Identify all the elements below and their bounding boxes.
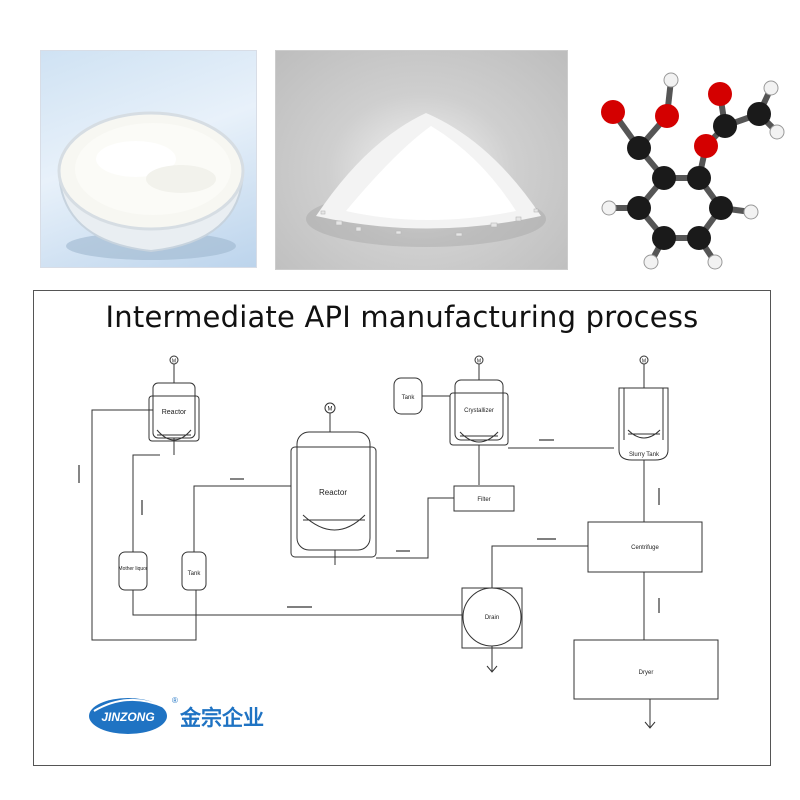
pipe-drain-return — [132, 590, 462, 616]
filter-label: Filter — [477, 497, 490, 503]
reactor-small-label: Reactor — [162, 409, 187, 416]
molecule-model-image — [575, 50, 785, 270]
crystal-pile-photo — [275, 50, 568, 270]
reactor-small — [148, 355, 200, 455]
pipe-reactor-to-filter — [376, 497, 454, 559]
tank-top-label: Tank — [402, 395, 416, 401]
jinzong-logo: JINZONG ® 金宗企业 — [88, 693, 278, 739]
mother-liquor-label: Mother liquor — [118, 566, 148, 572]
centrifuge-box — [587, 521, 703, 573]
centrifuge-label: Centrifuge — [631, 545, 659, 551]
tank-small-label: Tank — [188, 571, 202, 577]
crystallizer-label: Crystallizer — [464, 408, 494, 414]
molecule-model-art — [601, 72, 785, 270]
dryer-label: Dryer — [639, 670, 654, 676]
slurry-tank — [618, 355, 669, 522]
drain — [461, 587, 523, 673]
jinzong-logo-art: JINZONG ® 金宗企业 — [89, 696, 264, 734]
crystallizer — [449, 355, 509, 485]
logo-registered-mark: ® — [172, 696, 178, 705]
motor-label-2: M — [328, 407, 333, 413]
reactor-main-label: Reactor — [319, 488, 347, 497]
dryer — [573, 639, 719, 729]
drain-label: Drain — [485, 615, 499, 621]
powder-dish-art — [57, 111, 245, 260]
diagram-title: Intermediate API manufacturing process — [105, 300, 699, 334]
slurry-tank-label: Slurry Tank — [629, 452, 660, 458]
motor-label-1: M — [172, 359, 176, 365]
pipe-recycle-loop — [91, 409, 197, 641]
pipe-centrifuge-to-drain — [491, 545, 588, 588]
reactor-main — [290, 402, 377, 565]
motor-label-4: M — [642, 359, 646, 365]
pipe-mother-liquor — [132, 454, 160, 552]
pipe-tank-to-reactor — [193, 485, 291, 552]
logo-brand-en: JINZONG — [101, 710, 154, 724]
logo-brand-cn: 金宗企业 — [179, 706, 264, 730]
crystal-pile-art — [306, 113, 546, 247]
powder-dish-photo — [40, 50, 257, 268]
diagram-frame — [33, 290, 771, 766]
motor-label-3: M — [477, 359, 481, 365]
